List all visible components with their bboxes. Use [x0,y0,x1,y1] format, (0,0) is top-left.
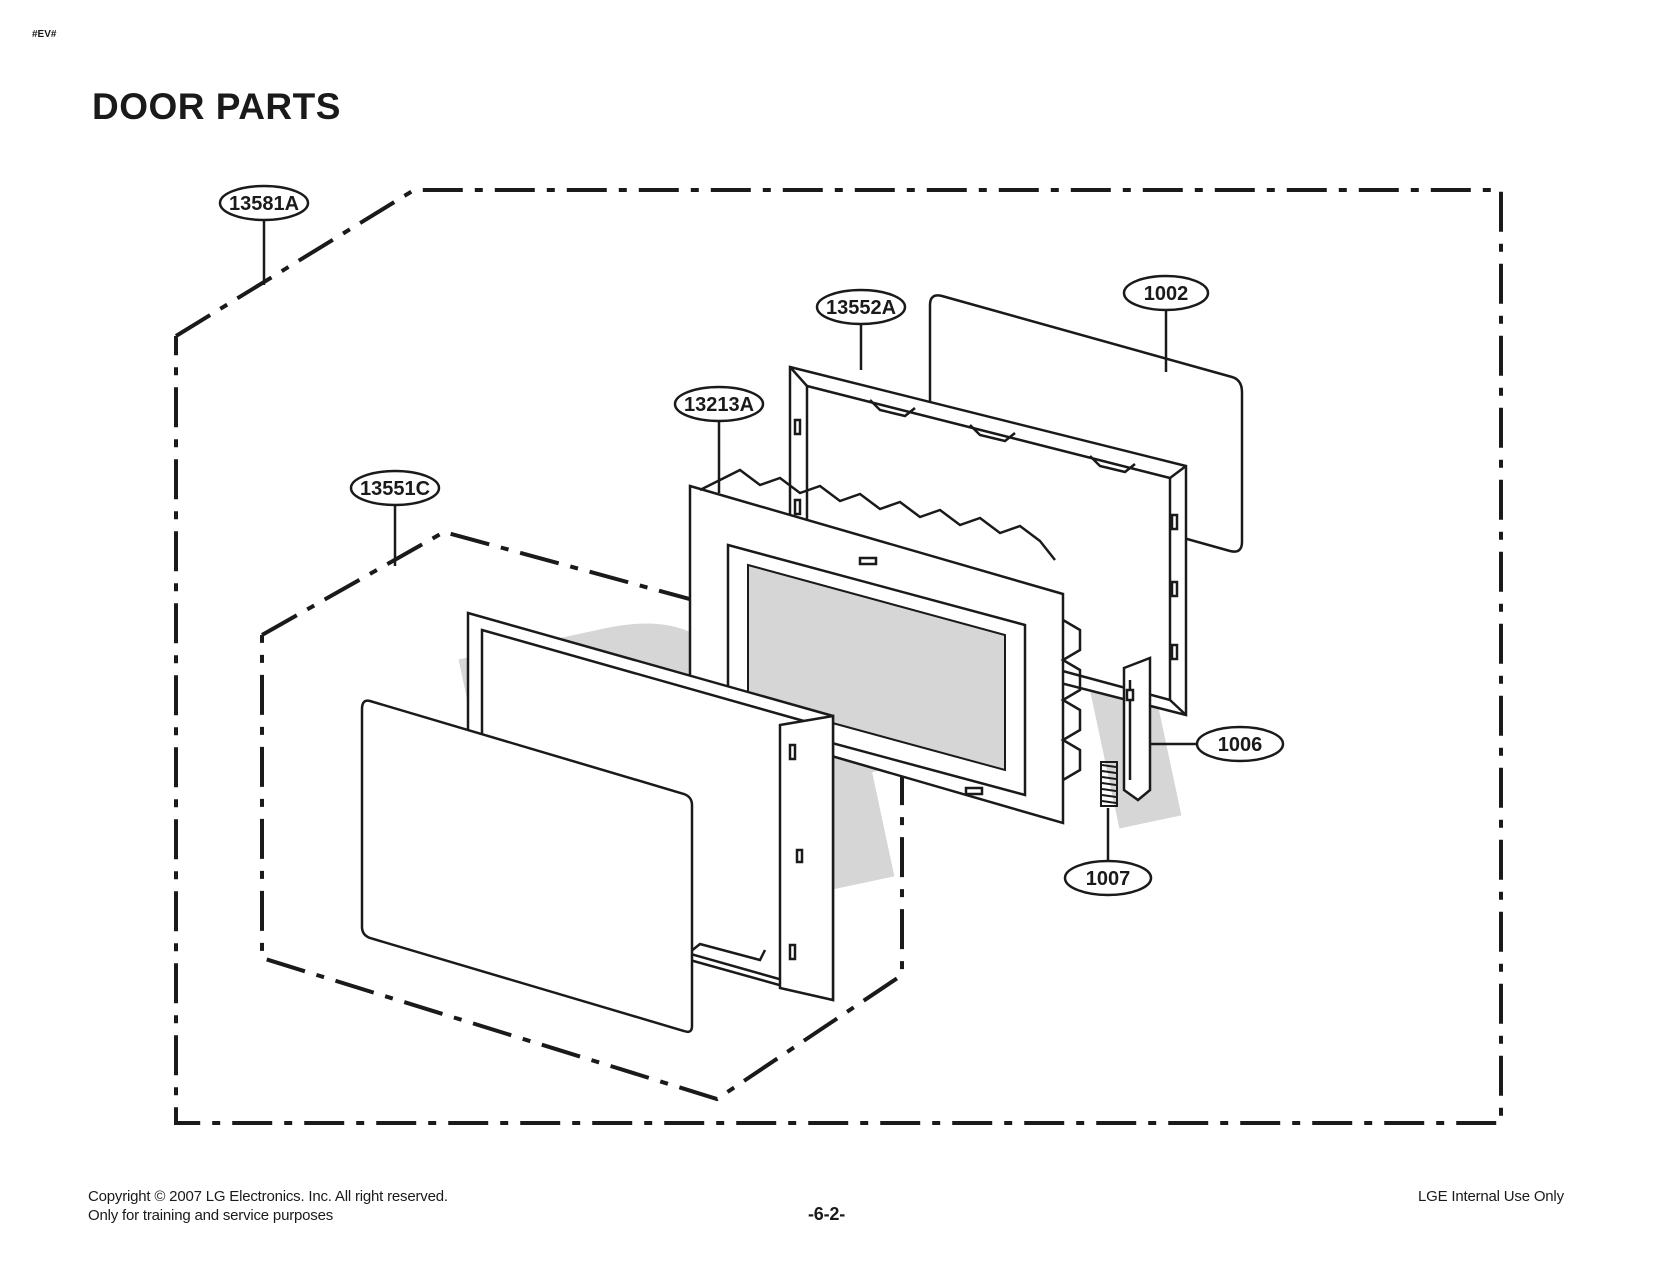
part-1007-spring [1100,761,1118,807]
callout-label: 1002 [1144,283,1189,305]
footer-left: Copyright © 2007 LG Electronics. Inc. Al… [88,1187,448,1225]
callout-label: 13551C [360,478,430,500]
purpose-text: Only for training and service purposes [88,1207,334,1224]
page-number: -6-2- [808,1204,846,1224]
callout-13552a: 13552A [815,288,907,326]
page-title: DOOR PARTS [92,86,341,127]
callout-label: 1007 [1086,868,1131,890]
document-tag: #EV# [32,29,57,40]
leader-lines [262,218,1196,863]
part-1006-latch-lever [1122,656,1152,802]
callout-label: 1006 [1218,734,1263,756]
callout-label: 13213A [684,394,754,416]
internal-use-label: LGE Internal Use Only [1418,1188,1564,1205]
callout-1006: 1006 [1195,725,1285,763]
callout-1002: 1002 [1122,274,1210,312]
callout-13551c: 13551C [349,469,441,507]
part-13551c-glass-panel [360,699,694,1034]
copyright-text: Copyright © 2007 LG Electronics. Inc. Al… [88,1188,448,1205]
callout-13213a: 13213A [673,385,765,423]
callout-13581a: 13581A [218,184,310,222]
callout-label: 13552A [826,297,896,319]
assembly-boundary-13581a [174,188,1503,1125]
callout-label: 13581A [229,193,299,215]
callout-1007: 1007 [1063,859,1153,897]
